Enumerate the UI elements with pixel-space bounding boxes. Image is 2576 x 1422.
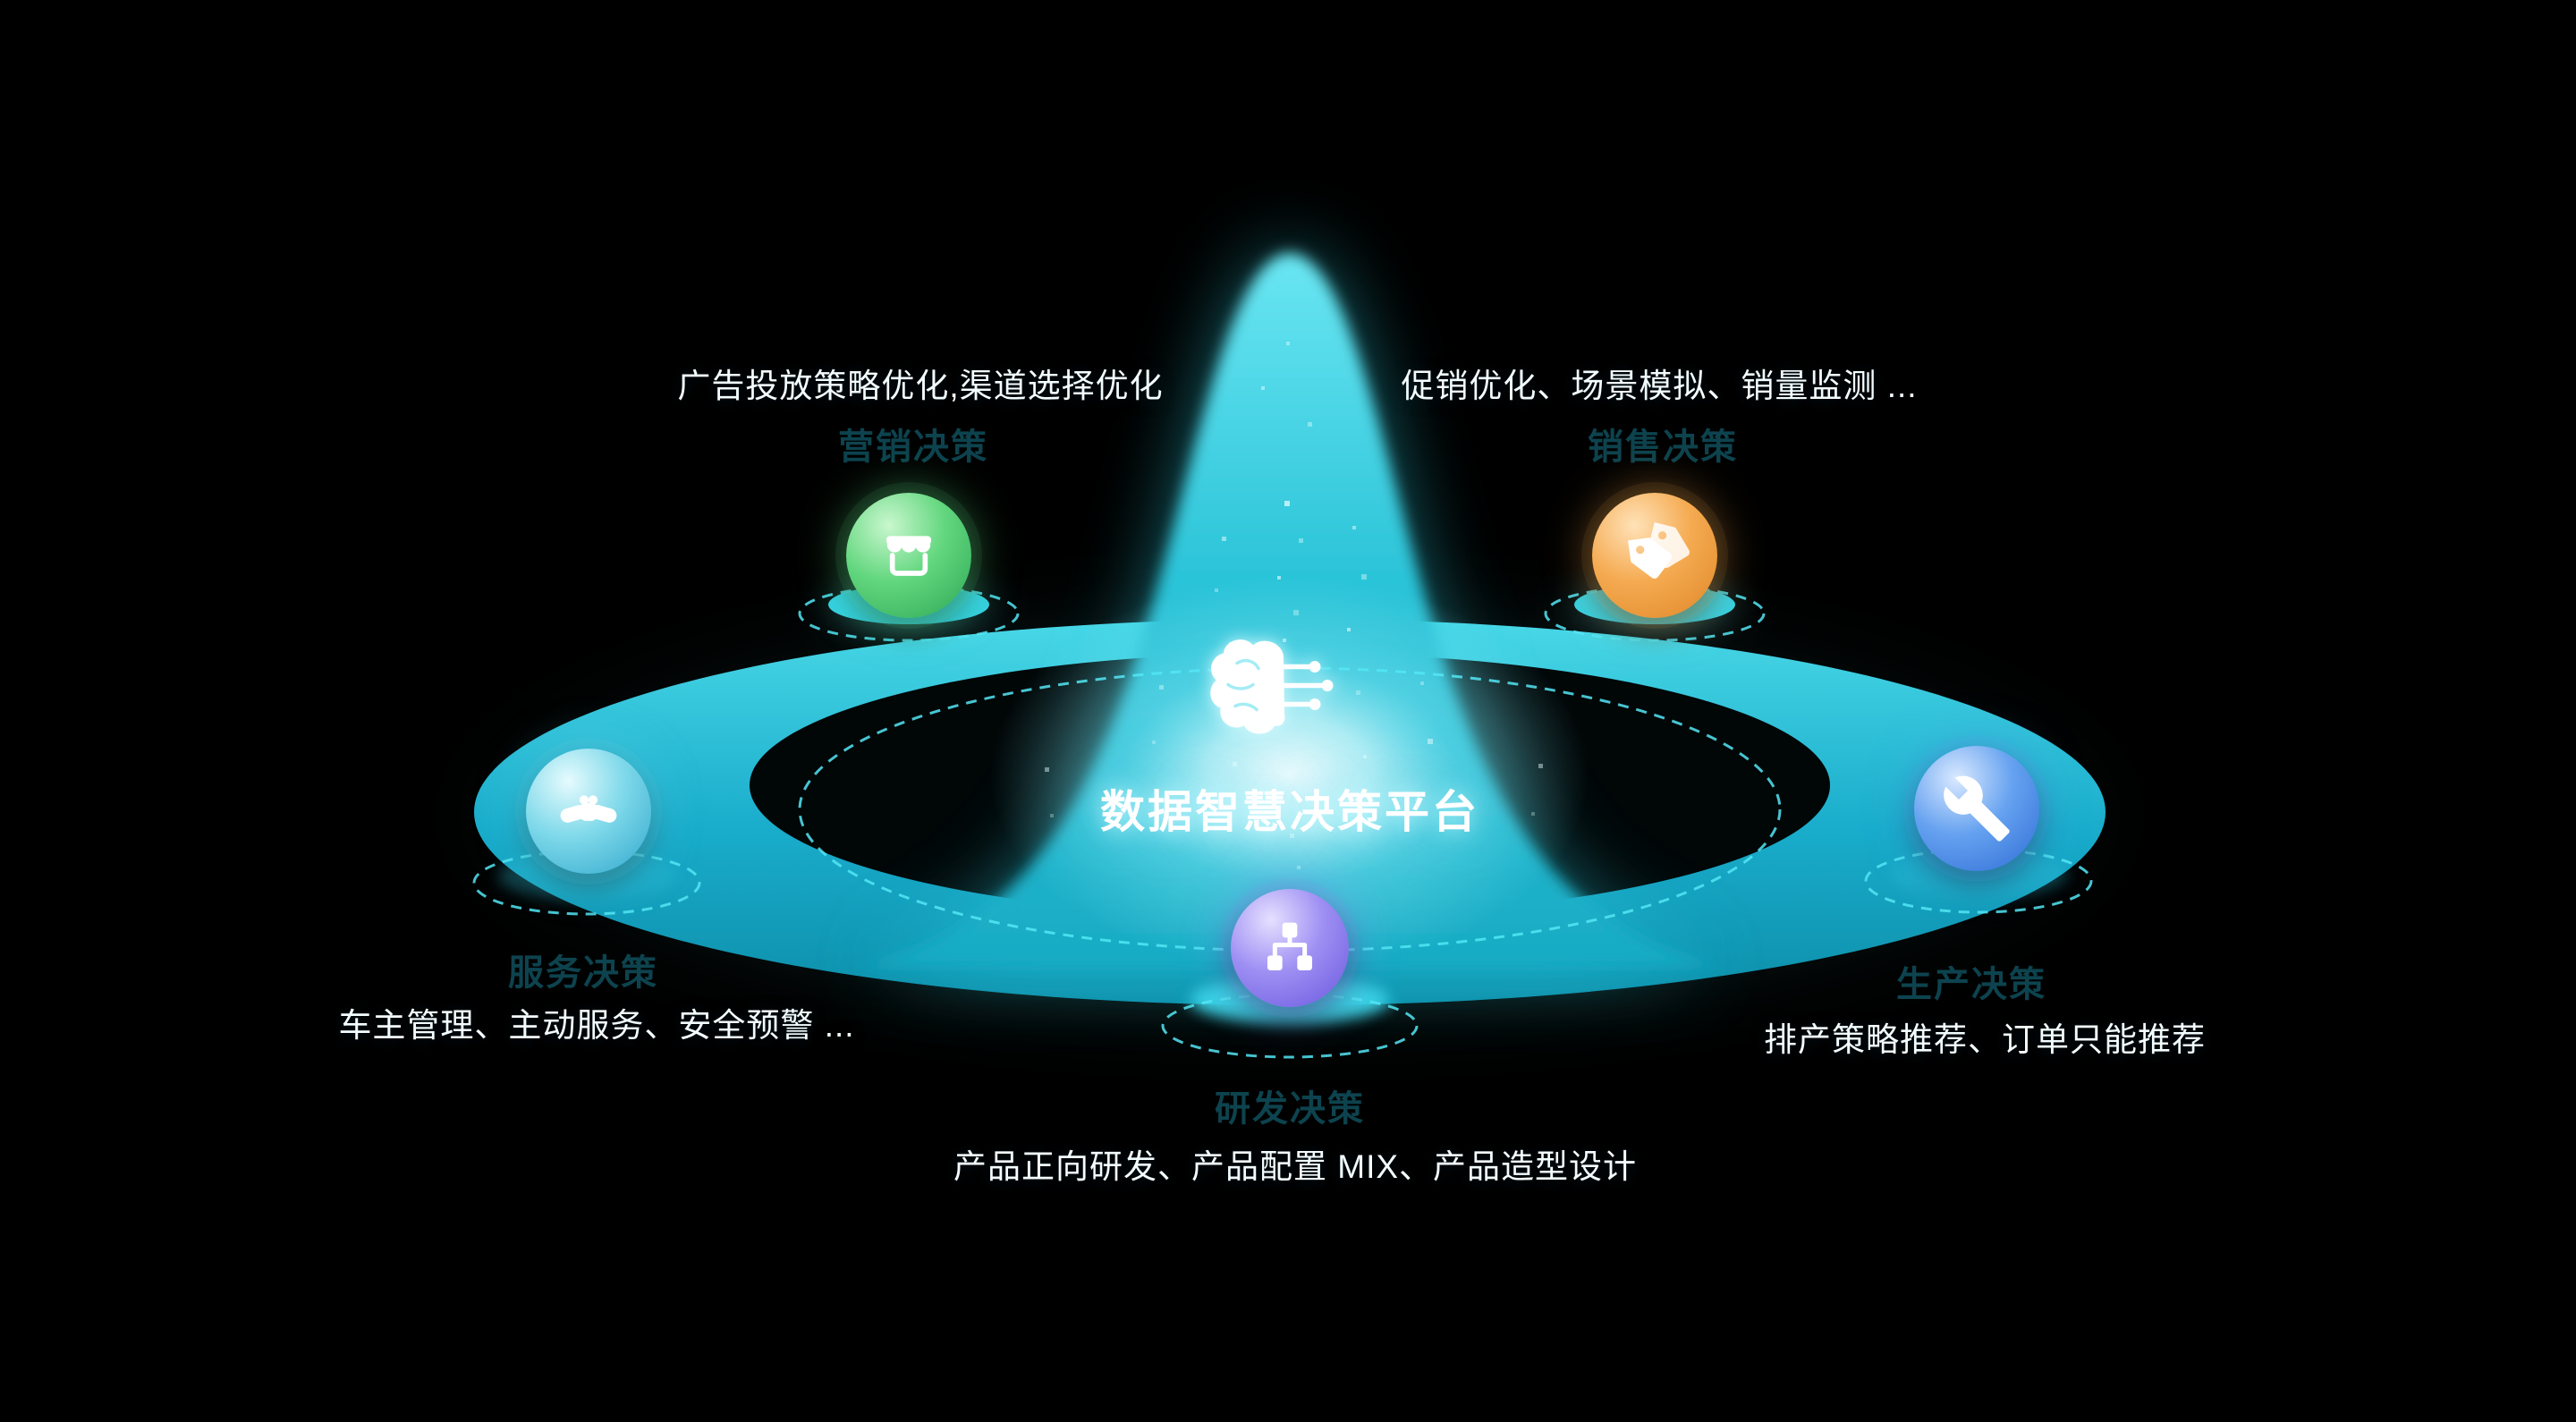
node-production-label: 生产决策 [1896,965,2046,1004]
wrench-icon [1914,746,2039,871]
node-sales-desc: 促销优化、场景模拟、销量监测 ... [1401,368,1918,404]
price-tags-icon [1592,493,1717,618]
node-service-label: 服务决策 [508,953,658,993]
platform-title: 数据智慧决策平台 [1100,787,1479,837]
node-service-desc: 车主管理、主动服务、安全预警 ... [338,1007,855,1044]
brain-circuit-icon [1196,626,1384,774]
storefront-icon [846,493,971,618]
node-rnd-label: 研发决策 [1215,1089,1365,1129]
node-marketing-label: 营销决策 [838,427,988,467]
node-rnd-desc: 产品正向研发、产品配置 MIX、产品造型设计 [953,1148,1638,1185]
node-production-desc: 排产策略推荐、订单只能推荐 [1764,1021,2206,1058]
org-chart-icon [1231,889,1349,1007]
handshake-icon [526,749,651,874]
node-sales-label: 销售决策 [1588,427,1738,467]
node-marketing-desc: 广告投放策略优化,渠道选择优化 [677,368,1164,404]
